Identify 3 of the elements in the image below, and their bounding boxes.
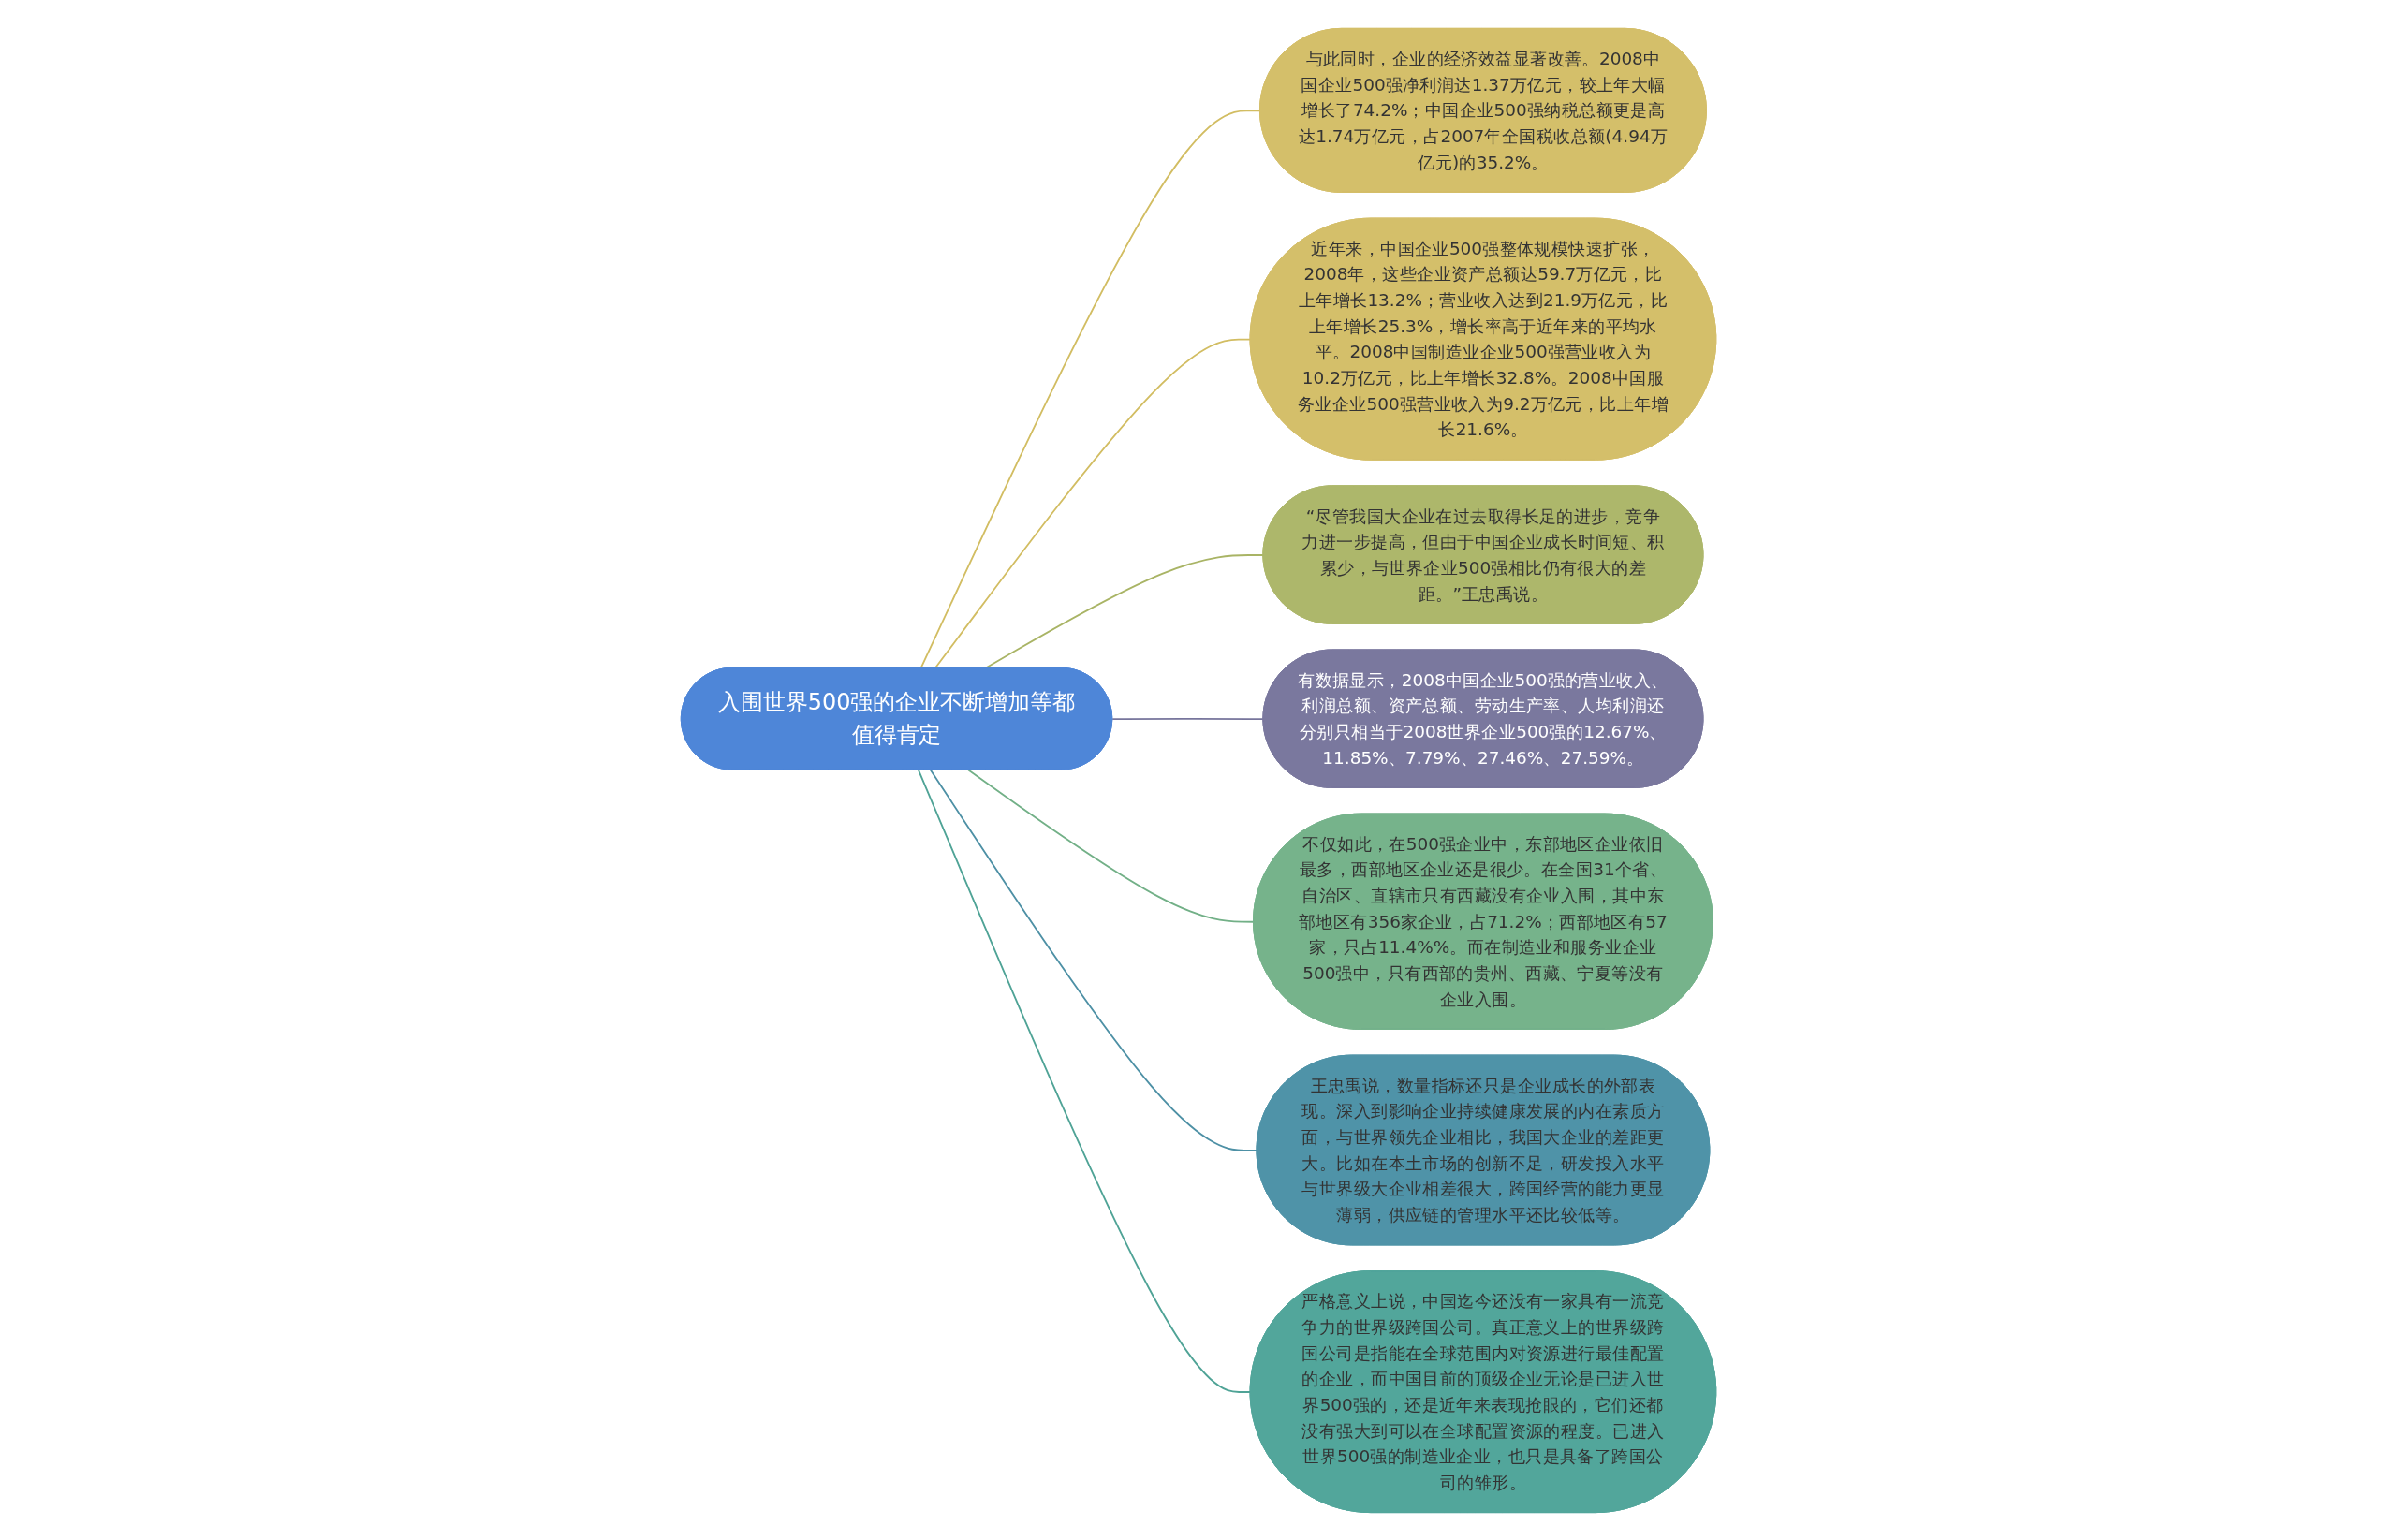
connector bbox=[929, 769, 1258, 1151]
connector bbox=[967, 769, 1255, 923]
connector bbox=[918, 769, 1252, 1393]
